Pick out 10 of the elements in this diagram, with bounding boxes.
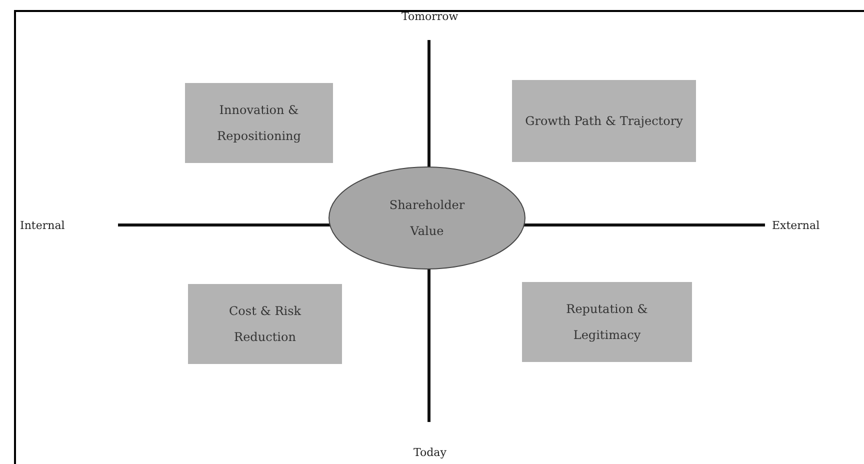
center-ellipse bbox=[328, 166, 526, 270]
axis-label: Today bbox=[414, 446, 446, 458]
quadrant-box: Growth Path & Trajectory bbox=[512, 80, 696, 162]
axis-label: Internal bbox=[20, 218, 65, 232]
center-label: Shareholder Value bbox=[388, 197, 466, 240]
axis-label: Tomorrow bbox=[402, 10, 458, 22]
quadrant-box: Innovation & Repositioning bbox=[185, 83, 333, 163]
quadrant-box: Reputation & Legitimacy bbox=[522, 282, 692, 362]
axis-label: External bbox=[772, 218, 820, 232]
quadrant-box: Cost & Risk Reduction bbox=[188, 284, 342, 364]
